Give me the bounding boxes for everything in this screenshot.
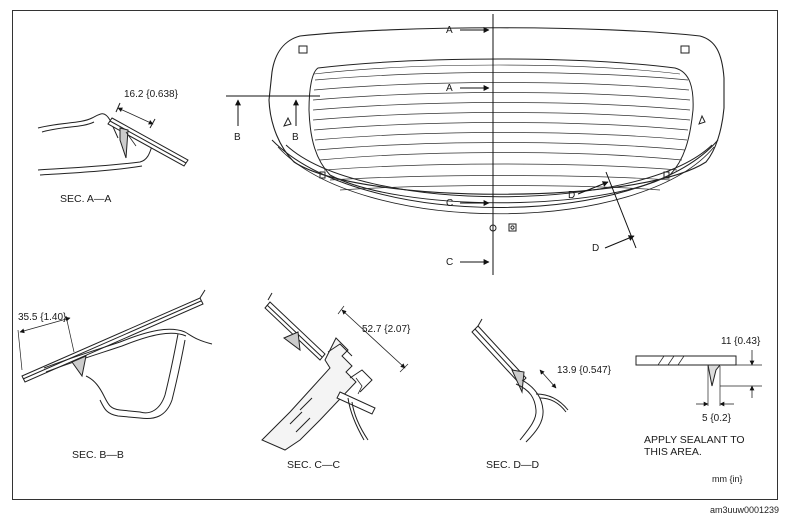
- sealant-width-dimension: 11 {0.43}: [721, 336, 761, 347]
- section-cc-dimension: 52.7 {2.07}: [362, 324, 411, 335]
- section-aa-title: SEC. A—A: [60, 193, 112, 205]
- drawing-frame: [12, 10, 778, 500]
- section-bb-drawing: [17, 289, 213, 419]
- cut-label-b-left: B: [234, 132, 241, 143]
- section-cc-title: SEC. C—C: [287, 459, 341, 471]
- sealant-detail-drawing: [635, 350, 762, 407]
- section-aa-drawing: [37, 102, 189, 176]
- section-aa-dimension: 16.2 {0.638}: [124, 89, 178, 100]
- cut-label-a-top: A: [446, 25, 453, 36]
- section-cut-lines: [226, 14, 637, 275]
- sealant-note-line2: THIS AREA.: [644, 446, 702, 458]
- cut-label-c-bottom: C: [446, 257, 454, 268]
- section-dd-drawing: [471, 318, 569, 443]
- rear-window-glass: [268, 27, 725, 215]
- reference-code: am3uuw0001239: [710, 505, 780, 515]
- sealant-note-line1: APPLY SEALANT TO: [644, 434, 745, 446]
- section-cc-drawing: [261, 292, 409, 451]
- section-dd-title: SEC. D—D: [486, 459, 540, 471]
- sealant-height-dimension: 5 {0.2}: [702, 413, 731, 424]
- section-bb-dimension: 35.5 {1.40}: [18, 312, 67, 323]
- cut-label-d-upper: D: [568, 190, 576, 201]
- section-bb-title: SEC. B—B: [72, 449, 124, 461]
- cut-label-a-mid: A: [446, 83, 453, 94]
- cut-label-c-top: C: [446, 198, 454, 209]
- cut-label-b-right: B: [292, 132, 299, 143]
- section-dd-dimension: 13.9 {0.547}: [557, 365, 611, 376]
- cut-label-d-lower: D: [592, 243, 600, 254]
- units-note: mm {in}: [712, 474, 743, 484]
- defogger-grid-lines: [312, 72, 691, 191]
